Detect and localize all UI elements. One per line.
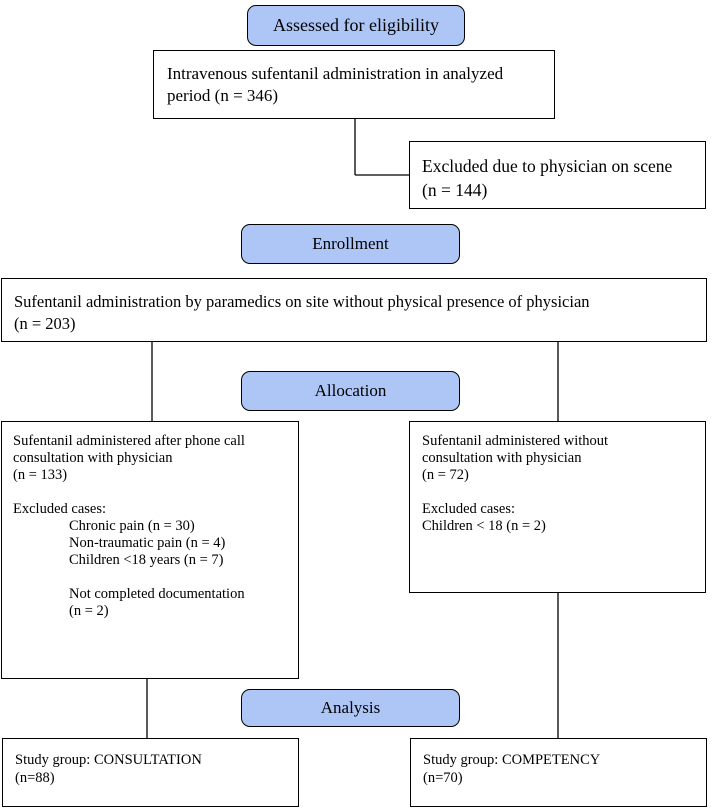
group-competency-line2: (n=70) xyxy=(423,770,463,786)
box-consultation-arm: Sufentanil administered after phone call… xyxy=(1,421,299,679)
iv-admin-line1: Intravenous sufentanil administration in… xyxy=(167,64,504,83)
consultation-excluded-heading: Excluded cases: xyxy=(13,501,107,517)
box-excluded-physician: Excluded due to physician on scene (n = … xyxy=(409,141,706,209)
stage-allocation-label: Allocation xyxy=(314,381,387,400)
consultation-excluded-item: Chronic pain (n = 30) xyxy=(69,518,195,534)
stage-enrollment-label: Enrollment xyxy=(312,234,389,253)
competency-arm-line1: Sufentanil administered without xyxy=(422,433,609,449)
group-consultation-line1: Study group: CONSULTATION xyxy=(15,752,202,768)
excluded-physician-line1: Excluded due to physician on scene xyxy=(422,156,673,176)
consultation-excluded-item: Children <18 years (n = 7) xyxy=(69,552,224,568)
stage-eligibility-label: Assessed for eligibility xyxy=(273,15,439,35)
group-competency-line1: Study group: COMPETENCY xyxy=(423,752,601,768)
competency-excluded-heading: Excluded cases: xyxy=(422,501,516,517)
consultation-arm-line2: consultation with physician xyxy=(13,450,173,466)
competency-excluded-item: Children < 18 (n = 2) xyxy=(422,518,546,534)
box-group-consultation: Study group: CONSULTATION (n=88) xyxy=(2,738,299,807)
stage-analysis-label: Analysis xyxy=(320,698,381,717)
consultation-arm-count: (n = 133) xyxy=(13,467,68,483)
stage-enrollment: Enrollment xyxy=(241,224,460,264)
stage-allocation: Allocation xyxy=(241,371,460,411)
consultation-incomplete-line1: Not completed documentation xyxy=(69,586,245,602)
consultation-excluded-item: Non-traumatic pain (n = 4) xyxy=(69,535,226,551)
consultation-incomplete-line2: (n = 2) xyxy=(69,603,109,619)
consultation-arm-line1: Sufentanil administered after phone call xyxy=(13,433,245,449)
stage-analysis: Analysis xyxy=(241,689,460,727)
paramedic-admin-line1: Sufentanil administration by paramedics … xyxy=(14,292,590,311)
box-paramedic-administration: Sufentanil administration by paramedics … xyxy=(1,278,707,342)
excluded-physician-line2: (n = 144) xyxy=(422,180,488,200)
box-iv-administration: Intravenous sufentanil administration in… xyxy=(153,50,555,119)
box-group-competency: Study group: COMPETENCY (n=70) xyxy=(410,738,707,807)
group-consultation-line2: (n=88) xyxy=(15,770,55,786)
competency-arm-count: (n = 72) xyxy=(422,467,469,483)
paramedic-admin-line2: (n = 203) xyxy=(14,314,76,333)
box-competency-arm: Sufentanil administered without consulta… xyxy=(409,421,706,593)
competency-arm-line2: consultation with physician xyxy=(422,450,582,466)
stage-eligibility: Assessed for eligibility xyxy=(247,5,465,46)
iv-admin-line2: period (n = 346) xyxy=(167,86,279,105)
